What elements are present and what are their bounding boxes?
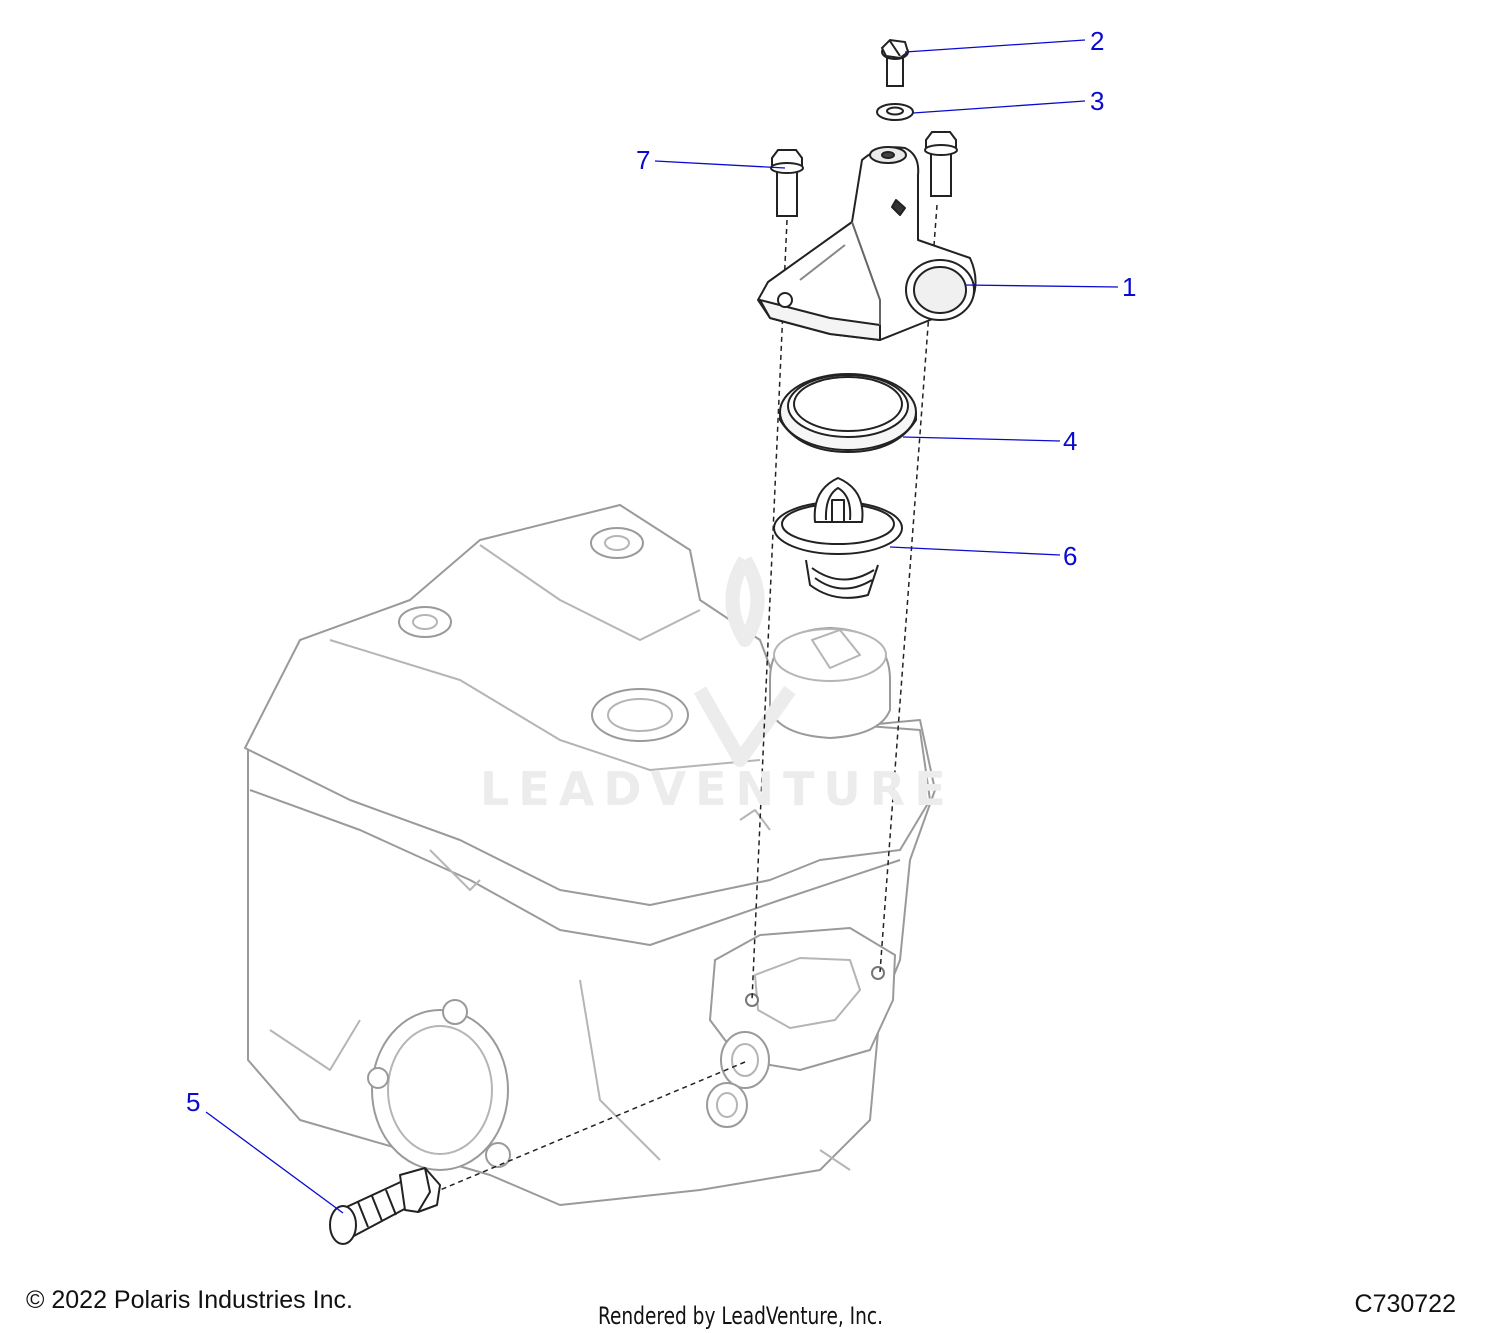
- rendered-by-text: Rendered by LeadVenture, Inc.: [598, 1302, 884, 1330]
- drawing-code: C730722: [1354, 1290, 1456, 1318]
- callout-5: 5: [186, 1087, 201, 1117]
- cylinder-head: [244, 504, 936, 1206]
- hose-fitting: [329, 1167, 441, 1245]
- bleed-screw: [880, 38, 910, 87]
- callout-6: 6: [1063, 541, 1078, 571]
- sealing-washer: [876, 103, 914, 121]
- seal-ring: [779, 373, 917, 454]
- thermostat: [773, 477, 903, 599]
- thermostat-housing: [757, 146, 977, 341]
- copyright-text: © 2022 Polaris Industries Inc.: [26, 1286, 353, 1314]
- callout-7: 7: [636, 145, 651, 175]
- assembly-guides: [439, 204, 938, 1191]
- callout-leaders: [205, 39, 1119, 1214]
- callout-4: 4: [1063, 426, 1078, 456]
- callout-3: 3: [1090, 86, 1105, 116]
- callout-1: 1: [1122, 272, 1137, 302]
- watermark-logo: [693, 556, 796, 767]
- flange-bolts: [770, 131, 958, 217]
- watermark-text: LEADVENTURE: [480, 762, 955, 816]
- callout-2: 2: [1090, 26, 1105, 56]
